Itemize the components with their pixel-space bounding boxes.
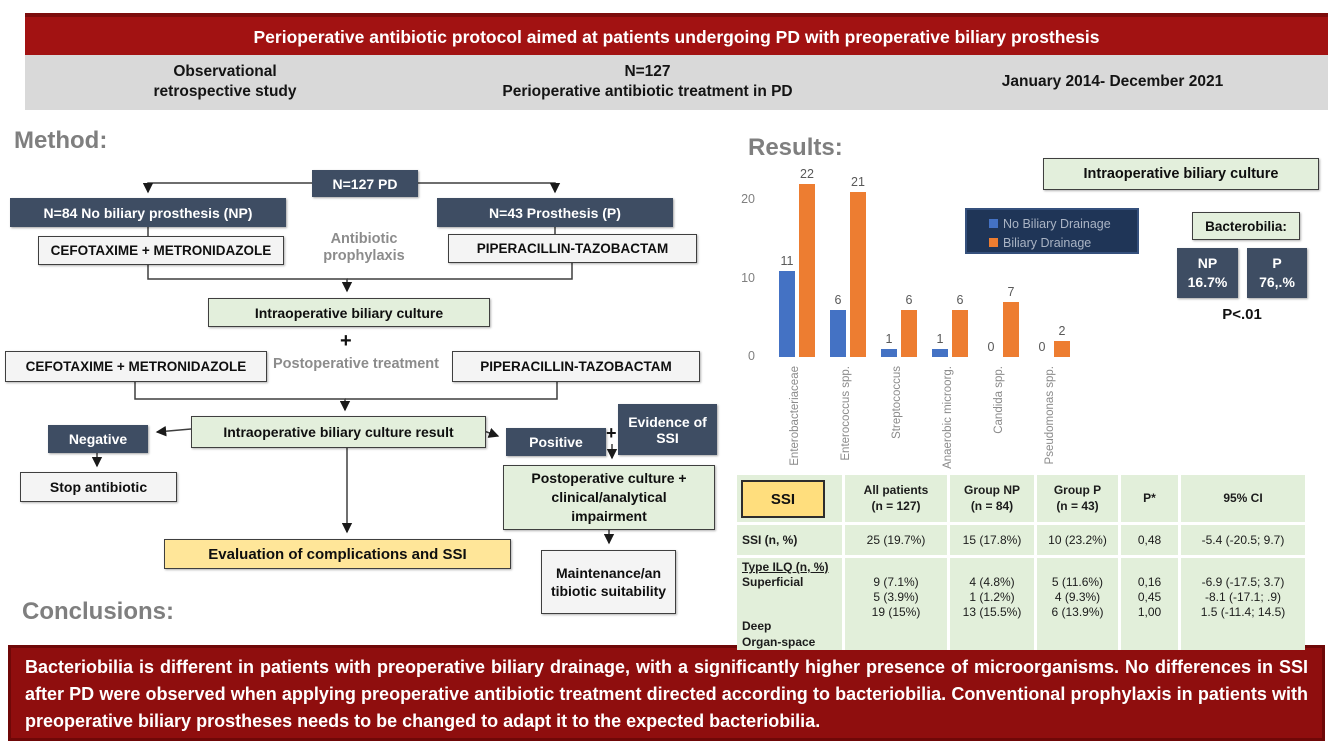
np-bacterobilia-stat: NP 16.7% [1177, 248, 1238, 298]
bar-orange [1054, 341, 1070, 357]
table-cell: 0,48 [1121, 525, 1178, 555]
table-column-header: All patients(n = 127) [845, 475, 947, 522]
method-heading: Method: [14, 127, 108, 154]
bar-value-label: 11 [780, 254, 794, 268]
bar-orange [901, 310, 917, 357]
positive-node: Positive [506, 428, 606, 456]
x-axis-category-label: Anaerobic microorg. [942, 366, 954, 469]
table-cell: 4 (4.8%)1 (1.2%)13 (15.5%) [950, 558, 1034, 650]
table-cell: -6.9 (-17.5; 3.7)-8.1 (-17.1; .9)1.5 (-1… [1181, 558, 1305, 650]
x-axis-category-label: Candida spp. [993, 366, 1005, 434]
p-value: P<.01 [1222, 306, 1262, 323]
p-bacterobilia-stat: P 76,.% [1247, 248, 1307, 298]
conclusions-text: Bacteriobilia is different in patients w… [25, 657, 1308, 731]
culture-result-box: Intraoperative biliary culture result [191, 416, 486, 448]
bar-value-label: 2 [1058, 324, 1066, 338]
root-node: N=127 PD [312, 170, 418, 197]
bar-value-label: 0 [987, 340, 995, 354]
conclusions-band: Bacteriobilia is different in patients w… [8, 645, 1325, 741]
chart-legend: No Biliary Drainage Biliary Drainage [965, 208, 1139, 254]
bar-blue [932, 349, 948, 357]
blue-swatch-icon [989, 219, 998, 228]
negative-node: Negative [48, 425, 148, 453]
prophylaxis-np-box: CEFOTAXIME + METRONIDAZOLE [38, 236, 284, 265]
stop-antibiotic-box: Stop antibiotic [20, 472, 177, 502]
legend-item-drainage: Biliary Drainage [989, 233, 1137, 252]
bar-value-label: 7 [1007, 285, 1015, 299]
np-group-node: N=84 No biliary prosthesis (NP) [10, 198, 286, 227]
bar-value-label: 0 [1038, 340, 1046, 354]
bar-blue [881, 349, 897, 357]
bacterobilia-label-box: Bacterobilia: [1192, 212, 1300, 240]
table-cell: -5.4 (-20.5; 9.7) [1181, 525, 1305, 555]
evidence-ssi-node: Evidence of SSI [618, 404, 717, 455]
bar-value-label: 6 [956, 293, 964, 307]
intraop-culture-label-box: Intraoperative biliary culture [1043, 158, 1319, 190]
study-period: January 2014- December 2021 [1001, 73, 1224, 90]
table-cell: 25 (19.7%) [845, 525, 947, 555]
postop-np-box: CEFOTAXIME + METRONIDAZOLE [5, 351, 267, 382]
x-axis-category-label: Enterococcus spp. [840, 366, 852, 461]
results-heading: Results: [748, 134, 843, 161]
table-cell: 9 (7.1%)5 (3.9%)19 (15%) [845, 558, 947, 650]
bar-orange [799, 184, 815, 357]
bar-blue [830, 310, 846, 357]
y-axis-tick: 0 [748, 349, 755, 363]
legend-item-no-drainage: No Biliary Drainage [989, 214, 1137, 233]
table-cell: 5 (11.6%)4 (9.3%)6 (13.9%) [1037, 558, 1118, 650]
title-banner: Perioperative antibiotic protocol aimed … [25, 13, 1328, 61]
ssi-results-table: SSI All patients(n = 127)Group NP(n = 84)… [737, 475, 1305, 650]
postop-culture-box: Postoperative culture + clinical/analyti… [503, 465, 715, 530]
bar-blue [779, 271, 795, 357]
postop-p-box: PIPERACILLIN-TAZOBACTAM [452, 351, 700, 382]
table-column-header: 95% CI [1181, 475, 1305, 522]
table-column-header: Group NP(n = 84) [950, 475, 1034, 522]
conclusions-heading: Conclusions: [22, 598, 175, 625]
cohort-summary: N=127 Perioperative antibiotic treatment… [502, 63, 793, 101]
table-column-header: P* [1121, 475, 1178, 522]
bar-value-label: 21 [851, 175, 865, 189]
evaluation-box: Evaluation of complications and SSI [164, 539, 511, 569]
biliary-culture-box: Intraoperative biliary culture [208, 298, 490, 327]
prophylaxis-p-box: PIPERACILLIN-TAZOBACTAM [448, 234, 697, 263]
bar-orange [1003, 302, 1019, 357]
orange-swatch-icon [989, 238, 998, 247]
plus-sign-1: + [340, 330, 352, 352]
table-cell: 10 (23.2%) [1037, 525, 1118, 555]
bar-value-label: 22 [800, 167, 814, 181]
maintenance-box: Maintenance/an tibiotic suitability [541, 550, 676, 614]
x-axis-category-label: Pseudomonas spp. [1044, 366, 1056, 465]
table-column-header: Group P(n = 43) [1037, 475, 1118, 522]
plus-sign-2: + [606, 423, 617, 443]
bar-orange [952, 310, 968, 357]
table-corner-cell: SSI [737, 475, 842, 522]
prophylaxis-label: Antibiotic prophylaxis [323, 231, 405, 264]
ssi-header-badge: SSI [741, 480, 825, 518]
bar-value-label: 1 [936, 332, 944, 346]
bar-orange [850, 192, 866, 357]
p-group-node: N=43 Prosthesis (P) [437, 198, 673, 227]
study-type: Observational retrospective study [153, 63, 297, 101]
poster-title: Perioperative antibiotic protocol aimed … [253, 26, 1100, 47]
x-axis-category-label: Enterobacteriaceae [789, 366, 801, 466]
postop-treatment-label: Postoperative treatment [273, 356, 439, 372]
subtitle-bar: Observational retrospective study N=127 … [25, 55, 1328, 110]
bar-value-label: 1 [885, 332, 893, 346]
bar-value-label: 6 [834, 293, 842, 307]
bar-value-label: 6 [905, 293, 913, 307]
y-axis-tick: 20 [741, 192, 755, 206]
table-row-label: SSI (n, %) [737, 525, 842, 555]
table-cell: 15 (17.8%) [950, 525, 1034, 555]
x-axis-category-label: Streptococcus [891, 366, 903, 439]
y-axis-tick: 10 [741, 270, 755, 285]
